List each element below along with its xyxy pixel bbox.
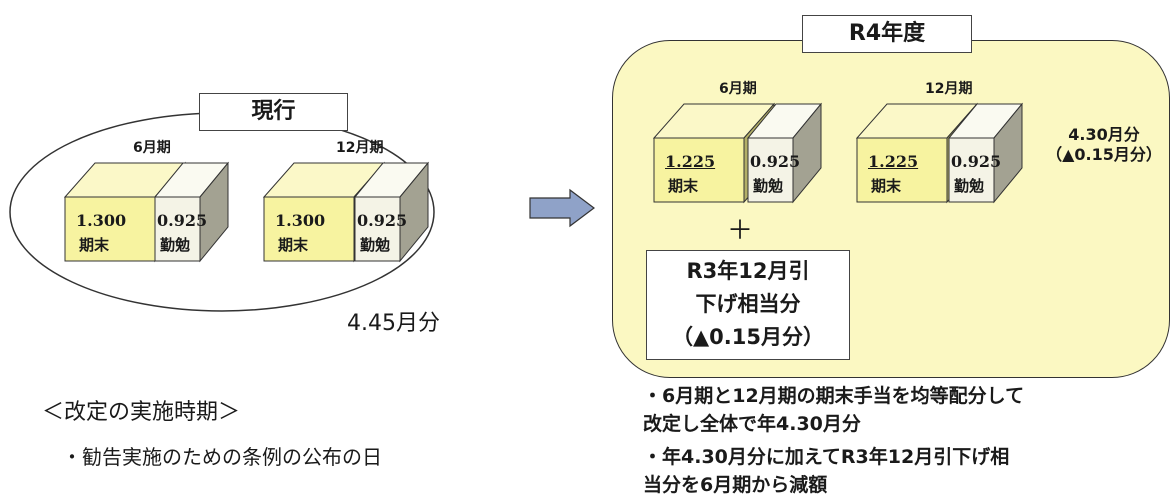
schedule-item: ・勧告実施のための条例の公布の日 xyxy=(62,445,382,469)
label-kinben: 勤勉 xyxy=(360,236,391,254)
current-period-dec: 12月期 xyxy=(336,140,384,156)
value-kinben: 0.925 xyxy=(951,152,1002,171)
r4-period-june: 6月期 xyxy=(719,81,757,97)
value-kimatsu: 1.300 xyxy=(76,211,127,230)
r4-period-dec: 12月期 xyxy=(925,81,973,97)
current-total: 4.45月分 xyxy=(347,311,440,336)
label-kimatsu: 期末 xyxy=(871,177,902,195)
current-june-kinben-cube: 0.925 勤勉 xyxy=(153,157,230,267)
right-arrow-icon xyxy=(529,188,595,228)
cube-shape xyxy=(353,161,430,263)
r4-title: R4年度 xyxy=(802,15,972,53)
note-2-line2: 当分を6月期から減額 xyxy=(643,474,828,496)
note-2: ・年4.30月分に加えてR3年12月引下げ相 当分を6月期から減額 xyxy=(643,443,1009,499)
label-kimatsu: 期末 xyxy=(278,236,309,254)
label-kinben: 勤勉 xyxy=(954,177,985,195)
label-kimatsu: 期末 xyxy=(668,177,699,195)
current-dec-kinben-cube: 0.925 勤勉 xyxy=(353,157,430,267)
label-kinben: 勤勉 xyxy=(160,236,191,254)
value-kimatsu: 1.225 xyxy=(665,152,716,171)
value-kimatsu: 1.300 xyxy=(275,211,326,230)
r4-total: 4.30月分 （▲0.15月分） xyxy=(1038,125,1170,165)
cube-shape xyxy=(746,102,823,204)
note-1-line1: ・6月期と12月期の期末手当を均等配分して xyxy=(643,385,1025,407)
cube-shape xyxy=(153,161,230,263)
reduction-line3: （▲0.15月分） xyxy=(672,325,824,349)
current-period-june: 6月期 xyxy=(133,140,171,156)
plus-sign: ＋ xyxy=(727,216,754,246)
note-1-line2: 改定し全体で年4.30月分 xyxy=(643,413,861,435)
reduction-line2: 下げ相当分 xyxy=(695,292,801,316)
r4-june-kinben-cube: 0.925 勤勉 xyxy=(746,98,823,208)
current-title: 現行 xyxy=(199,93,348,131)
note-1: ・6月期と12月期の期末手当を均等配分して 改定し全体で年4.30月分 xyxy=(643,382,1024,438)
schedule-heading: ＜改定の実施時期＞ xyxy=(42,400,241,425)
r4-dec-kinben-cube: 0.925 勤勉 xyxy=(947,98,1024,208)
value-kimatsu: 1.225 xyxy=(868,152,919,171)
cube-shape xyxy=(947,102,1024,204)
r4-total-value: 4.30月分 xyxy=(1068,125,1140,144)
label-kinben: 勤勉 xyxy=(753,177,784,195)
r3-reduction-box: R3年12月引 下げ相当分 （▲0.15月分） xyxy=(646,250,850,360)
value-kinben: 0.925 xyxy=(357,211,408,230)
note-2-line1: ・年4.30月分に加えてR3年12月引下げ相 xyxy=(643,446,1010,468)
value-kinben: 0.925 xyxy=(157,211,208,230)
r4-total-reduction: （▲0.15月分） xyxy=(1046,145,1162,164)
reduction-line1: R3年12月引 xyxy=(686,259,810,283)
label-kimatsu: 期末 xyxy=(79,236,110,254)
value-kinben: 0.925 xyxy=(750,152,801,171)
